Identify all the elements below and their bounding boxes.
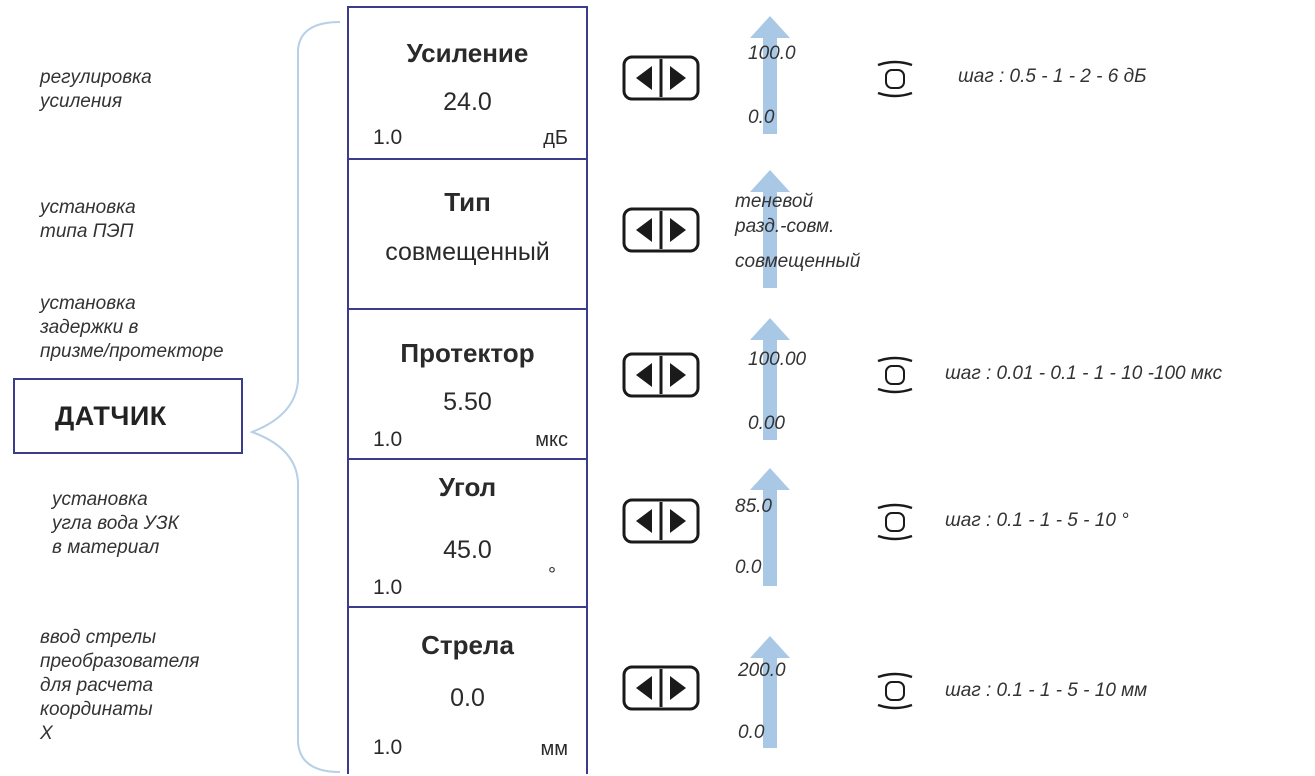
description-probe-type: установка типа ПЭП [40,197,136,242]
range-max-protector: 100.00 [748,349,807,370]
left-right-arrow-keys-icon [622,665,700,711]
up-arrow-icon [750,16,790,134]
ok-button-icon [877,503,913,541]
sensor-label: ДАТЧИК [55,400,167,431]
cell-unit: мм [540,738,569,760]
up-arrow-icon [750,170,790,288]
left-right-arrow-keys-icon [622,55,700,101]
cell-unit: мкс [535,429,568,451]
parameter-panel: Усиление 24.0 1.0 дБ Тип совмещенный Про… [347,6,588,774]
ok-button-icon [877,60,913,98]
range-min-protector: 0.00 [748,413,785,434]
step-text-protector: шаг : 0.01 - 0.1 - 1 - 10 -100 мкс [945,363,1223,384]
cell-step: 1.0 [373,576,403,599]
cell-gain[interactable]: Усиление 24.0 1.0 дБ [349,8,586,160]
range-max-angle: 85.0 [735,496,772,517]
left-right-arrow-keys-icon [622,352,700,398]
cell-value: 45.0 [443,536,492,564]
cell-arrow[interactable]: Стрела 0.0 1.0 мм [349,608,586,776]
cell-unit: ° [548,564,556,586]
range-max-gain: 100.0 [748,43,796,64]
left-right-arrow-keys-icon [622,207,700,253]
cell-title: Усиление [406,38,529,68]
curly-brace-icon [250,21,341,773]
description-delay: установка задержки в призме/протекторе [40,293,224,362]
description-arrow: ввод стрелы преобразователя для расчета … [40,627,200,744]
cell-protector[interactable]: Протектор 5.50 1.0 мкс [349,310,586,460]
type-option-shadow: теневой [735,191,814,212]
step-text-gain: шаг : 0.5 - 1 - 2 - 6 дБ [958,66,1147,87]
type-option-separate: разд.-совм. [735,216,835,237]
step-text-arrow: шаг : 0.1 - 1 - 5 - 10 мм [945,680,1148,701]
cell-value: 5.50 [443,388,492,416]
cell-value: 0.0 [450,684,485,712]
cell-title: Протектор [400,338,535,368]
step-text-angle: шаг : 0.1 - 1 - 5 - 10 ° [945,510,1129,531]
range-min-arrow: 0.0 [738,722,765,743]
ok-button-icon [877,672,913,710]
range-max-arrow: 200.0 [738,660,786,681]
cell-value: 24.0 [443,88,492,116]
cell-step: 1.0 [373,126,403,149]
cell-probe-type[interactable]: Тип совмещенный [349,160,586,310]
left-right-arrow-keys-icon [622,498,700,544]
ok-button-icon [877,356,913,394]
cell-title: Стрела [421,630,514,660]
range-min-gain: 0.0 [748,107,775,128]
cell-angle[interactable]: Угол 45.0 1.0 ° [349,460,586,608]
cell-title: Угол [438,472,497,502]
cell-value: совмещенный [385,238,550,266]
cell-unit: дБ [543,127,568,149]
description-gain: регулировка усиления [40,67,152,112]
up-arrow-icon [750,636,790,748]
type-option-combined: совмещенный [735,251,861,272]
cell-title: Тип [444,187,491,217]
cell-step: 1.0 [373,428,403,451]
cell-step: 1.0 [373,736,403,759]
up-arrow-icon [750,468,790,586]
up-arrow-icon [750,318,790,440]
description-angle: установка угла вода УЗК в материал [52,489,179,558]
range-min-angle: 0.0 [735,557,762,578]
sensor-label-box: ДАТЧИК [13,378,243,454]
